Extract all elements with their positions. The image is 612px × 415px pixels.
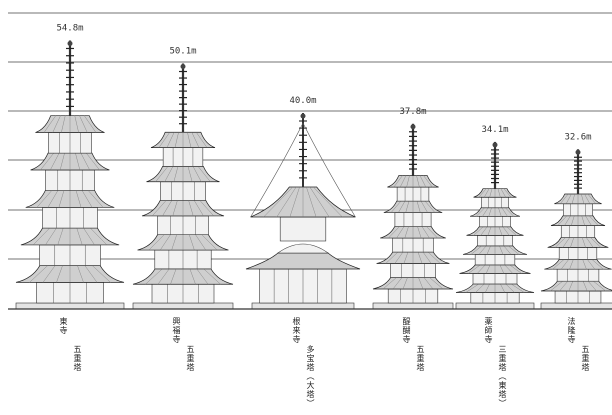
pagoda-type-caption-2: 多宝塔（大塔） xyxy=(305,345,315,408)
height-label-4: 34.1m xyxy=(481,125,508,135)
pagoda-type-caption-1: 五重塔 xyxy=(185,345,195,372)
height-label-3: 37.8m xyxy=(399,107,426,117)
pagoda-type-caption-0: 五重塔 xyxy=(72,345,82,372)
pagoda-type-2: 多宝塔（大塔） xyxy=(306,345,315,408)
pagoda-drawings xyxy=(15,40,612,310)
height-label-2: 40.0m xyxy=(289,96,316,106)
height-label-5: 32.6m xyxy=(564,132,591,142)
pagoda-type-caption-4: 三重塔（東塔） xyxy=(497,345,507,408)
height-label-1: 50.1m xyxy=(169,47,196,57)
temple-name-5: 法隆寺 xyxy=(567,317,576,344)
temple-name-0: 東寺 xyxy=(59,317,68,335)
pagoda-type-5: 五重塔 xyxy=(581,345,590,372)
pagoda-caption-2: 根来寺 xyxy=(291,317,301,344)
pagoda-type-3: 五重塔 xyxy=(416,345,425,372)
pagoda-caption-5: 法隆寺 xyxy=(566,317,576,344)
height-labels: 54.8m 50.1m 40.0m 37.8m 34.1m 32.6m xyxy=(56,23,591,142)
pagoda-2 xyxy=(245,113,361,310)
pagoda-type-caption-3: 五重塔 xyxy=(415,345,425,372)
pagoda-3 xyxy=(372,123,454,310)
pagoda-caption-4: 薬師寺 xyxy=(483,317,493,344)
temple-name-3: 醍醐寺 xyxy=(402,317,411,344)
pagoda-type-1: 五重塔 xyxy=(186,345,195,372)
temple-name-1: 興福寺 xyxy=(172,317,181,344)
pagoda-caption-0: 東寺 xyxy=(58,317,68,335)
pagoda-caption-3: 醍醐寺 xyxy=(401,317,411,344)
pagoda-1 xyxy=(132,63,234,310)
pagoda-0 xyxy=(15,40,125,310)
temple-name-2: 根来寺 xyxy=(292,317,301,344)
pagoda-caption-1: 興福寺 xyxy=(171,317,181,344)
temple-name-4: 薬師寺 xyxy=(484,317,493,344)
pagoda-4 xyxy=(455,141,535,310)
height-label-0: 54.8m xyxy=(56,23,83,33)
pagoda-type-caption-5: 五重塔 xyxy=(580,345,590,372)
pagoda-type-4: 三重塔（東塔） xyxy=(498,345,507,408)
pagoda-5 xyxy=(540,149,612,310)
pagoda-type-0: 五重塔 xyxy=(73,345,82,372)
